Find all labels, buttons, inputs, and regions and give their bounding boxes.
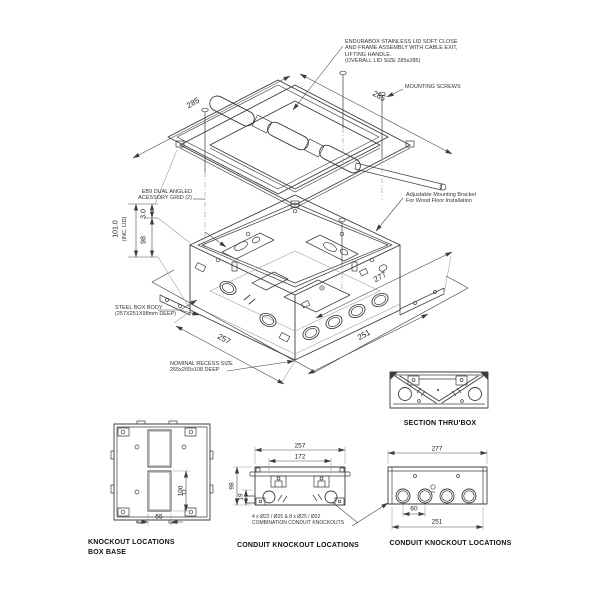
dim-side-depth: 98 — [228, 482, 236, 490]
recess-outline — [151, 269, 469, 373]
view-title-box-base: KNOCKOUT LOCATIONS BOX BASE — [88, 539, 175, 556]
view-title-section: SECTION THRU'BOX — [403, 420, 477, 427]
dim-base-knockout-height: 100 — [177, 485, 185, 497]
view-box-base — [110, 420, 214, 526]
dim-box-depth: 98 — [140, 236, 148, 244]
view-conduit-side — [233, 447, 389, 527]
dim-side-overall-width: 257 — [294, 442, 306, 450]
left-face-knockouts — [194, 262, 291, 343]
steel-box-body-label: STEEL BOX BODY (257X251X98mm DEEP) — [115, 305, 177, 318]
nominal-recess-label: NOMINAL RECESS SIZE 265x265x108 DEEP — [170, 361, 233, 374]
accessory-grid-label: EB9 DUAL ANGLED ACESSORY GRID (2) — [138, 189, 192, 202]
view-section — [389, 371, 489, 409]
dim-end-box-width: 251 — [431, 518, 443, 526]
dim-side-bracket-span: 172 — [294, 453, 306, 461]
conduit-knockout-note: 4 x Ø22 / Ø25 & 8 x Ø25 / Ø32 COMBINATIO… — [252, 514, 345, 527]
dim-overall-height-note: (INC. LID) — [122, 216, 128, 242]
view-title-conduit-end: CONDUIT KNOCKOUT LOCATIONS — [389, 540, 512, 547]
dim-lid-thickness: 3.0 — [140, 209, 148, 219]
mounting-bracket-label: Adjustable Mounting Bracket For Wood Flo… — [406, 192, 477, 205]
mounting-screws-label: MOUNTING SCREWS — [405, 84, 461, 90]
view-title-conduit-side: CONDUIT KNOCKOUT LOCATIONS — [236, 542, 360, 549]
dim-overall-height: 101.0 — [112, 220, 120, 238]
leader-lines — [158, 45, 404, 372]
lid-assembly-note: ENDURABOX STAINLESS LID SOFT CLOSE AND F… — [345, 39, 458, 65]
dim-side-base-offset: 19 — [237, 493, 245, 501]
dim-end-knockout-spacing: 60 — [410, 505, 418, 513]
dim-end-overall-width: 277 — [431, 445, 443, 453]
main-dimension-lines — [128, 73, 453, 385]
lid-frame — [175, 84, 415, 209]
accessory-grids — [221, 232, 359, 262]
view-conduit-end — [387, 450, 488, 530]
dim-base-knockout-width: 55 — [155, 513, 163, 521]
